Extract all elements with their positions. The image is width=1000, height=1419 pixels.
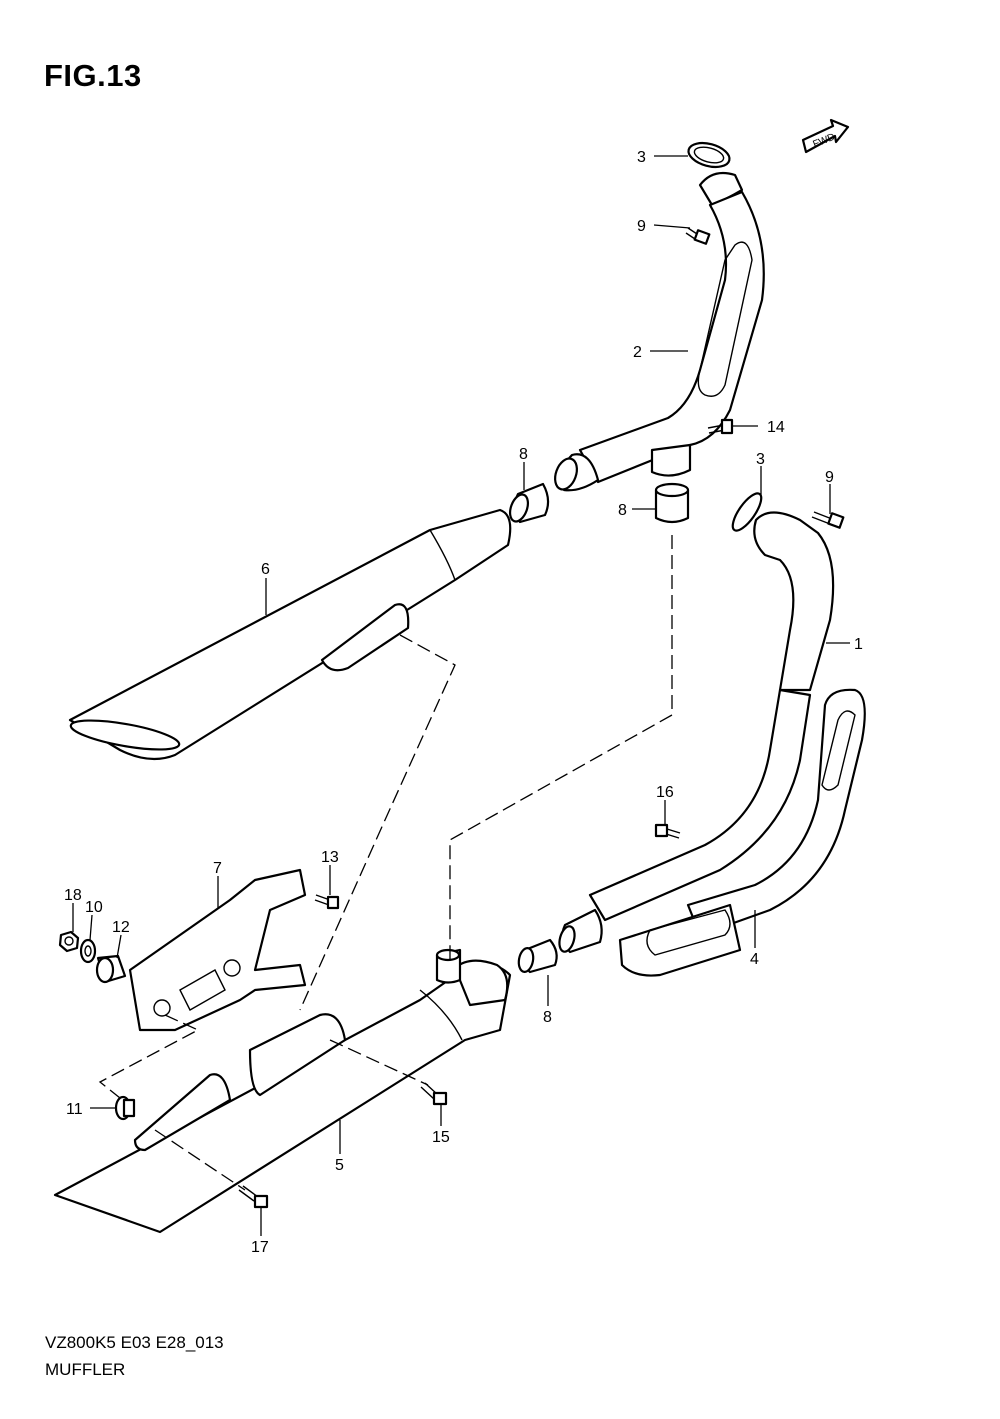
callout-1: 1: [854, 636, 863, 653]
callout-15: 15: [432, 1129, 450, 1146]
nut-18: [58, 930, 80, 953]
bolt-16: [654, 823, 681, 839]
forward-arrow-icon: FWD: [801, 118, 850, 154]
upper-muffler-6: [68, 508, 512, 761]
callout-13: 13: [321, 849, 339, 866]
bolt-17: [238, 1185, 269, 1209]
callout-3-upper: 3: [637, 149, 646, 166]
callout-3-lower: 3: [756, 451, 765, 468]
callout-6: 6: [261, 561, 270, 578]
callout-8-lower: 8: [543, 1009, 552, 1026]
diagram-name: MUFFLER: [45, 1360, 126, 1379]
callout-14: 14: [767, 419, 785, 436]
callout-10: 10: [85, 899, 103, 916]
lower-muffler-5: [53, 948, 512, 1234]
bolt-15: [420, 1082, 448, 1106]
callout-labels: 3 9 2 14 8 8 3 9 1 6 16 13 7 18 10 12 4 …: [64, 149, 863, 1256]
figure-title: FIG.13: [44, 58, 142, 93]
connector-8-lower: [517, 938, 558, 974]
rear-exhaust-pipe-1: [558, 511, 835, 954]
bolt-9-lower: [811, 511, 845, 529]
diagram-code: VZ800K5 E03 E28_013: [45, 1333, 224, 1352]
heat-shield-4: [618, 688, 866, 977]
callout-17: 17: [251, 1239, 269, 1256]
callout-16: 16: [656, 784, 674, 801]
washer-10: [79, 938, 97, 964]
bushing-12: [95, 954, 127, 984]
bolt-14: [707, 418, 734, 435]
bolt-9-upper: [685, 227, 711, 245]
callout-18: 18: [64, 887, 82, 904]
gasket-3-upper: [687, 141, 731, 169]
callout-4: 4: [750, 951, 759, 968]
callout-11: 11: [66, 1101, 83, 1118]
front-exhaust-pipe-2: [554, 171, 765, 492]
callout-9-upper: 9: [637, 218, 646, 235]
connector-8-upper: [508, 482, 550, 524]
callout-5: 5: [335, 1157, 344, 1174]
callout-9-lower: 9: [825, 469, 834, 486]
assembly-lines: [98, 535, 673, 1191]
callout-8-vertical: 8: [618, 502, 627, 519]
callout-leaders: [72, 155, 850, 1236]
gasket-3-lower: [731, 492, 763, 532]
bolt-13: [314, 894, 340, 910]
callout-2: 2: [633, 344, 642, 361]
callout-12: 12: [112, 919, 130, 936]
callout-7: 7: [213, 860, 222, 877]
callout-8-upper: 8: [519, 446, 528, 463]
connector-8-vertical: [654, 482, 690, 524]
grommet-11: [114, 1095, 136, 1121]
